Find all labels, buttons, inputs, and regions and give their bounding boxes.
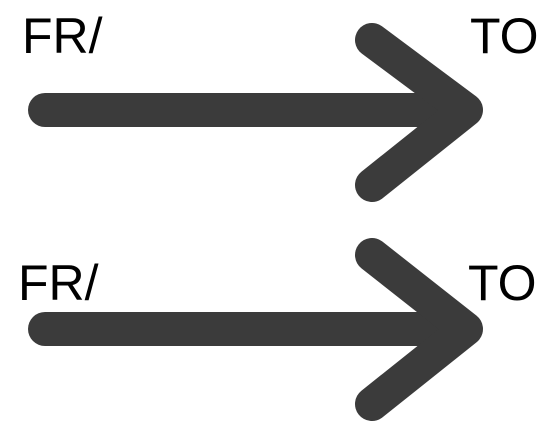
from-label: FR/: [18, 255, 99, 311]
to-label: TO: [468, 255, 537, 311]
arrow-row-1: FR/ TO: [0, 0, 553, 221]
from-label: FR/: [22, 8, 103, 64]
arrow-head: [355, 23, 483, 202]
arrow-head: [355, 238, 483, 421]
to-label: TO: [470, 8, 539, 64]
right-arrow-icon: [28, 23, 483, 202]
arrow-row-2: FR/ TO: [0, 222, 553, 443]
right-arrow-icon: [28, 238, 483, 421]
